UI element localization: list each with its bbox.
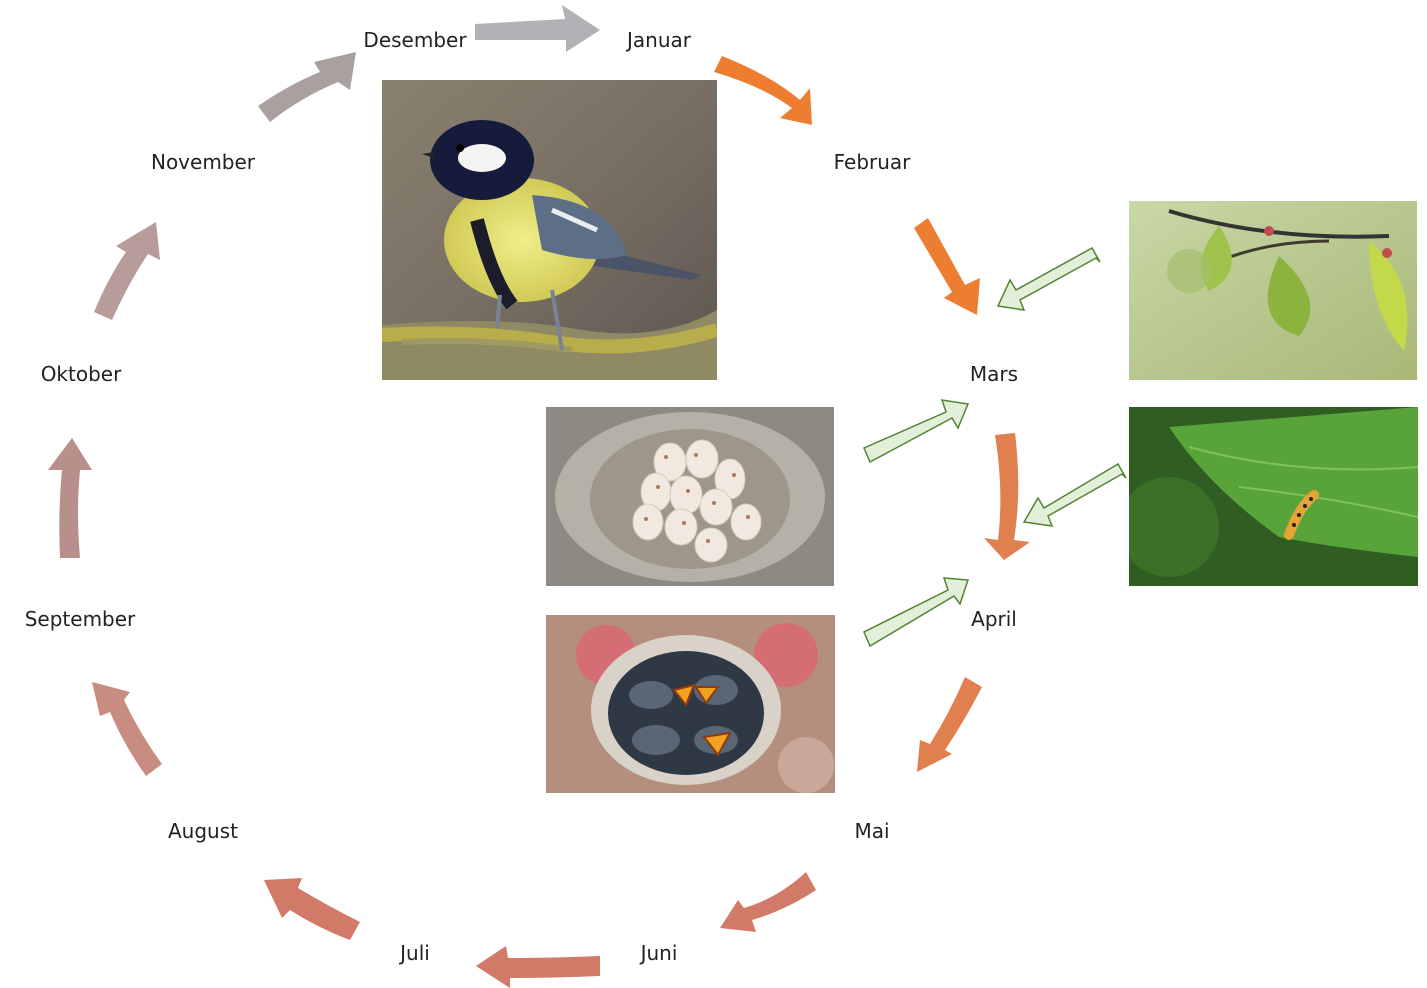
arrow-eggs-to-mars — [864, 400, 968, 462]
arrow-mai-juni — [720, 872, 816, 932]
arrow-januar-februar — [714, 56, 812, 125]
month-label-juli: Juli — [400, 941, 430, 965]
arrow-mars-april — [984, 433, 1030, 560]
month-label-oktober: Oktober — [41, 362, 122, 386]
arrow-desember-januar — [475, 5, 600, 52]
month-label-november: November — [151, 150, 255, 174]
month-label-desember: Desember — [363, 28, 466, 52]
month-label-mai: Mai — [854, 819, 889, 843]
month-label-august: August — [168, 819, 238, 843]
arrow-april-mai — [917, 677, 982, 772]
month-label-januar: Januar — [627, 28, 691, 52]
arrow-leaves-to-mars — [998, 248, 1100, 310]
month-label-mars: Mars — [970, 362, 1018, 386]
month-label-september: September — [25, 607, 136, 631]
arrow-juni-juli — [476, 946, 600, 988]
arrow-august-september — [92, 682, 162, 776]
month-label-april: April — [971, 607, 1017, 631]
arrow-september-oktober — [48, 438, 92, 558]
arrow-november-desember — [258, 52, 356, 122]
month-label-februar: Februar — [834, 150, 911, 174]
arrow-oktober-november — [94, 222, 160, 320]
arrow-caterpillar-to-april — [1024, 464, 1126, 526]
arrow-juli-august — [264, 878, 360, 940]
arrow-chicks-to-april — [864, 578, 968, 646]
month-label-juni: Juni — [641, 941, 678, 965]
arrow-februar-mars — [914, 218, 980, 315]
